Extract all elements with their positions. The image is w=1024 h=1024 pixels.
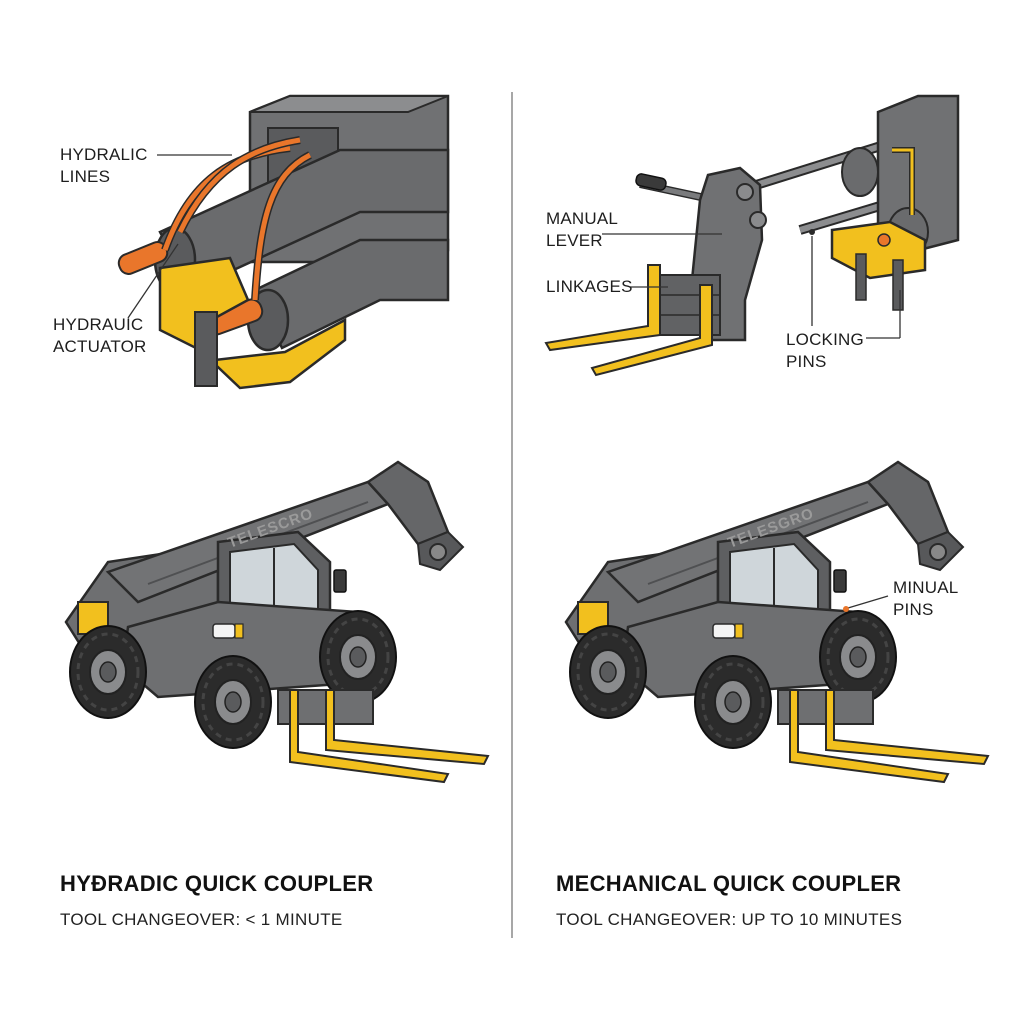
right-title: MECHANICAL QUICK COUPLER [556,871,902,896]
telehandler-right [566,462,988,782]
callout-linkages: LINKAGES [546,277,633,296]
callout-manual-pins: MINUAL PINS [893,578,959,619]
hydraulic-coupler-detail [117,94,450,390]
callout-manual-lever: MANUAL LEVER [546,209,619,250]
telehandler-left [66,462,488,782]
right-subtitle: TOOL CHANGEOVER: UP TO 10 MINUTES [556,910,903,929]
callout-locking-pins: LOCKING PINS [786,330,864,371]
callout-hydraulic-lines: HYDRALIC LINES [60,145,148,186]
callout-hydraulic-actuator: HYDRAUIC ACTUATOR [53,315,147,356]
left-subtitle: TOOL CHANGEOVER: < 1 MINUTE [60,910,343,929]
left-title: HYƉRADIC QUICK COUPLER [60,871,374,896]
mechanical-coupler-detail [544,94,960,377]
